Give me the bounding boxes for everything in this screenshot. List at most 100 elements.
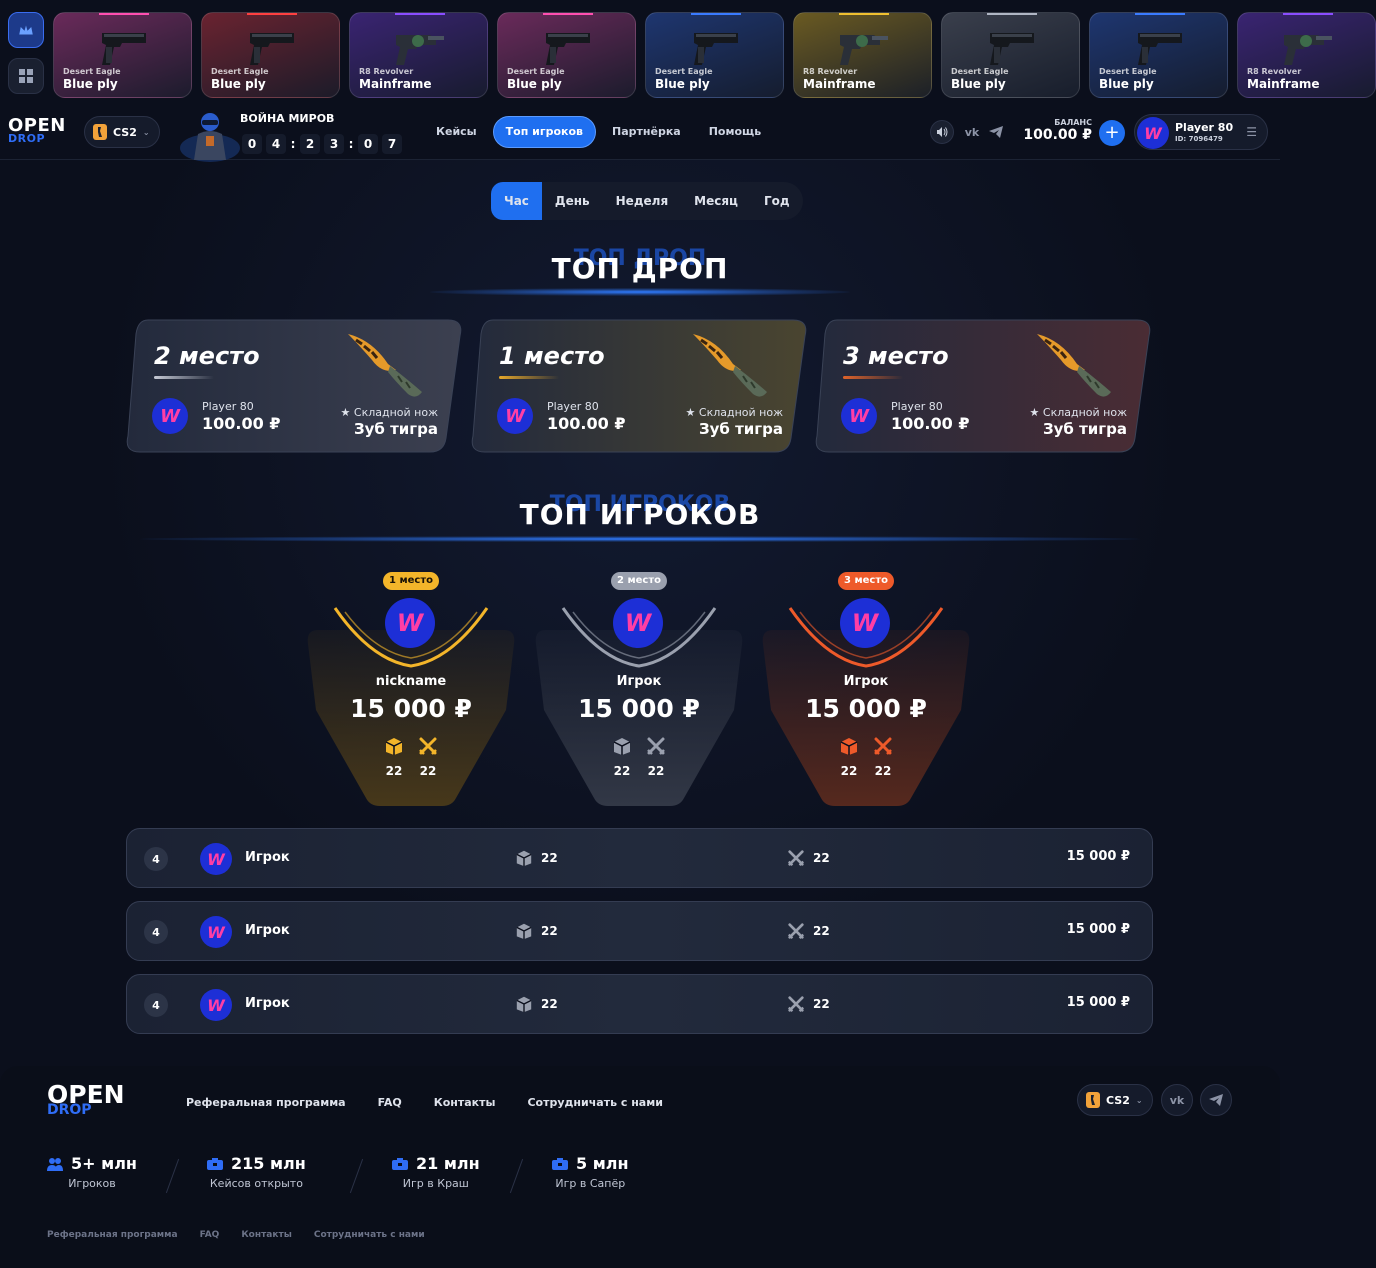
stat-minesweeper: 5 млн Игр в Сапёр (552, 1154, 629, 1190)
pistol-icon (1138, 33, 1182, 65)
timer-digit: 3 (324, 134, 344, 154)
knife-icon (1037, 334, 1111, 397)
site-header: OPEN DROP CS2 ⌄ ВОЙНА МИРОВ 0 4 : 2 3 : … (0, 104, 1280, 162)
vk-link[interactable]: vk (960, 120, 984, 144)
footer-bottom-link-partnership[interactable]: Сотрудничать с нами (313, 1230, 425, 1240)
podium-background (762, 630, 970, 806)
site-logo[interactable]: OPEN DROP (8, 115, 66, 144)
avatar: W (152, 398, 188, 434)
footer-link-contacts[interactable]: Контакты (433, 1096, 496, 1109)
drop-player-name: Player 80 (891, 400, 943, 413)
footer-bottom-link-referral[interactable]: Реферальная программа (47, 1230, 178, 1240)
feed-skin-name: Blue ply (507, 77, 562, 91)
top-players-title: ТОП ИГРОКОВ (519, 498, 761, 531)
logo-text-open: OPEN (8, 115, 66, 136)
main-nav: Кейсы Топ игроков Партнёрка Помощь (424, 116, 773, 148)
period-month[interactable]: Месяц (694, 194, 738, 208)
footer-vk-link[interactable]: vk (1161, 1084, 1193, 1116)
drop-amount: 100.00 ₽ (547, 414, 626, 433)
crown-icon (19, 25, 33, 35)
menu-icon[interactable]: ☰ (1246, 125, 1257, 139)
drop-item-type: ★ Складной нож (685, 406, 783, 419)
event-banner[interactable]: ВОЙНА МИРОВ 0 4 : 2 3 : 0 7 (172, 104, 412, 162)
user-profile[interactable]: W Player 80 ID: 7096479 ☰ (1134, 114, 1268, 150)
feed-skin-name: Blue ply (1099, 77, 1154, 91)
period-week[interactable]: Неделя (615, 194, 669, 208)
add-funds-button[interactable]: + (1099, 120, 1125, 146)
row-cases-count: 22 (541, 851, 558, 865)
footer-telegram-link[interactable] (1200, 1084, 1232, 1116)
period-year[interactable]: Год (763, 194, 790, 208)
footer-bottom-link-contacts[interactable]: Контакты (241, 1230, 292, 1240)
rarity-line (247, 13, 297, 15)
nav-top-players[interactable]: Топ игроков (492, 116, 597, 148)
nav-partners[interactable]: Партнёрка (612, 125, 681, 138)
footer-game-selector[interactable]: CS2 ⌄ (1077, 1084, 1153, 1116)
live-feed-toggle-button[interactable] (8, 12, 44, 48)
place-underline (499, 376, 559, 379)
podium-sum: 15 000 ₽ (805, 694, 927, 723)
rarity-line (395, 13, 445, 15)
heading-glow (430, 288, 850, 296)
nav-cases[interactable]: Кейсы (436, 125, 477, 138)
cs2-icon (1086, 1092, 1100, 1108)
grid-view-button[interactable] (8, 58, 44, 94)
podium-nickname: Игрок (616, 674, 662, 689)
row-cases-count: 22 (541, 997, 558, 1011)
rarity-line (99, 13, 149, 15)
crossed-swords-icon (788, 850, 804, 866)
drop-item-type: ★ Складной нож (340, 406, 438, 419)
avatar: W (840, 598, 890, 648)
avatar-logo-icon: W (1144, 123, 1162, 143)
nav-help[interactable]: Помощь (708, 125, 762, 138)
drop-place: 2 место (154, 342, 260, 370)
period-day[interactable]: День (554, 194, 590, 208)
avatar: W (1137, 117, 1169, 149)
laurel-wing-icon (788, 607, 944, 668)
feed-weapon-name: R8 Revolver (803, 67, 858, 76)
telegram-link[interactable] (984, 120, 1008, 144)
game-selector[interactable]: CS2 ⌄ (84, 116, 160, 148)
vk-icon: vk (964, 125, 980, 139)
revolver-icon (1284, 35, 1332, 65)
row-battles-count: 22 (813, 997, 830, 1011)
footer-link-partnership[interactable]: Сотрудничать с нами (527, 1096, 663, 1109)
footer-link-referral[interactable]: Реферальная программа (186, 1096, 346, 1109)
podium-cases-count: 22 (385, 764, 403, 778)
timer-digit: 0 (242, 134, 262, 154)
case-icon (552, 1157, 568, 1170)
stat-label: Игр в Краш (402, 1177, 469, 1190)
sound-button[interactable] (930, 120, 954, 144)
case-icon (207, 1157, 223, 1170)
case-icon (516, 923, 532, 940)
period-hour[interactable]: Час (491, 182, 542, 220)
avatar: W (200, 989, 232, 1021)
footer-bottom-link-faq[interactable]: FAQ (199, 1230, 220, 1240)
footer-link-faq[interactable]: FAQ (377, 1096, 402, 1109)
users-icon (47, 1157, 63, 1171)
crossed-swords-icon (419, 737, 437, 755)
pistol-icon (250, 33, 294, 65)
footer-logo[interactable]: OPEN DROP (47, 1082, 125, 1117)
avatar-logo-icon: W (207, 995, 225, 1015)
